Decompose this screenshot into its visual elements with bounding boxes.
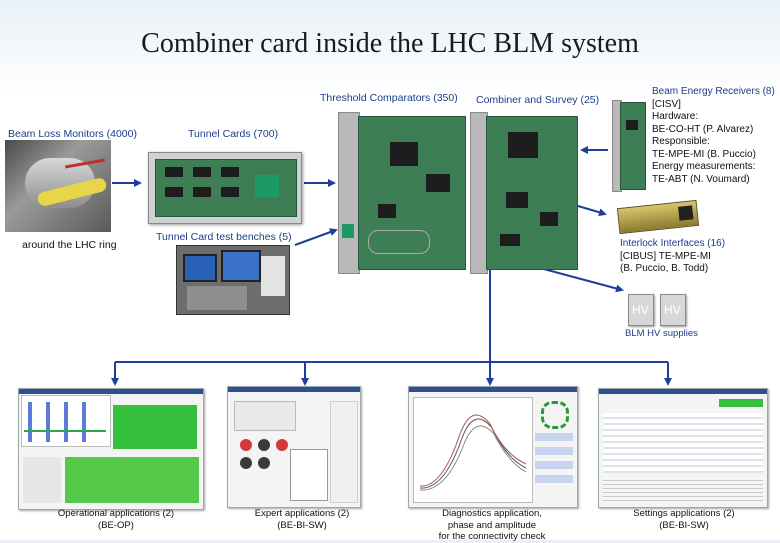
hv-supply-1-label: HV bbox=[632, 303, 649, 317]
arrow-combiner-to-hv bbox=[539, 267, 624, 293]
diagnostics-app-caption-line-2: phase and amplitude bbox=[447, 519, 537, 531]
expert-app-caption-line-2: (BE-BI-SW) bbox=[277, 519, 327, 531]
diagnostics-curves bbox=[419, 414, 527, 491]
beam-energy-line-3: BE-CO-HT (P. Alvarez) bbox=[652, 123, 754, 135]
interlock-line-1: [CIBUS] TE-MPE-MI bbox=[620, 250, 711, 262]
interlock-line-2: (B. Puccio, B. Todd) bbox=[620, 263, 709, 274]
slide-title: Combiner card inside the LHC BLM system bbox=[141, 28, 639, 59]
hv-supply-2-label: HV bbox=[664, 303, 681, 317]
diagnostics-app-caption-line-1: Diagnostics application, bbox=[442, 508, 542, 519]
combiner-card-photo bbox=[470, 112, 578, 274]
settings-app-caption-line-1: Settings applications (2) bbox=[633, 508, 735, 519]
tunnel-card-photo bbox=[148, 152, 302, 224]
expert-app-caption-line-1: Expert applications (2) bbox=[254, 508, 350, 519]
beam-loss-monitor-photo bbox=[5, 140, 111, 232]
operational-app-screenshot bbox=[18, 388, 204, 510]
test-bench-photo bbox=[176, 245, 290, 315]
beam-energy-text: Beam Energy Receivers (8) [CISV] Hardwar… bbox=[652, 86, 775, 186]
test-benches-label: Tunnel Card test benches (5) bbox=[156, 231, 292, 243]
beam-energy-title: Beam Energy Receivers (8) bbox=[652, 86, 775, 97]
beam-energy-line-2: Hardware: bbox=[652, 111, 699, 122]
combiner-survey-label: Combiner and Survey (25) bbox=[476, 94, 600, 106]
beam-energy-line-6: Energy measurements: bbox=[652, 161, 756, 172]
threshold-comparator-card-photo bbox=[338, 112, 466, 274]
beam-energy-line-7: TE-ABT (N. Voumard) bbox=[652, 173, 750, 185]
beam-energy-line-1: [CISV] bbox=[652, 98, 681, 110]
diagnostics-app-screenshot bbox=[408, 386, 578, 508]
interlock-title: Interlock Interfaces (16) bbox=[620, 238, 726, 249]
hv-supply-1: HV bbox=[628, 294, 654, 326]
operational-app-caption-line-1: Operational applications (2) bbox=[57, 508, 175, 519]
hv-supplies-caption: BLM HV supplies bbox=[625, 328, 698, 339]
tunnel-cards-label: Tunnel Cards (700) bbox=[188, 128, 279, 140]
operational-app-caption-line-2: (BE-OP) bbox=[98, 519, 134, 531]
settings-app-caption: Settings applications (2) (BE-BI-SW) bbox=[596, 508, 772, 531]
expert-app-screenshot bbox=[227, 386, 361, 508]
beam-energy-line-5: TE-MPE-MI (B. Puccio) bbox=[652, 148, 756, 160]
beam-loss-monitors-label: Beam Loss Monitors (4000) bbox=[8, 128, 137, 140]
expert-app-caption: Expert applications (2) (BE-BI-SW) bbox=[222, 508, 382, 531]
settings-app-caption-line-2: (BE-BI-SW) bbox=[659, 519, 709, 531]
diagnostics-app-caption: Diagnostics application, phase and ampli… bbox=[400, 508, 584, 543]
interlock-text: Interlock Interfaces (16) [CIBUS] TE-MPE… bbox=[620, 238, 725, 276]
hv-supply-2: HV bbox=[660, 294, 686, 326]
threshold-comparators-label: Threshold Comparators (350) bbox=[320, 92, 458, 104]
diagnostics-app-caption-line-3: for the connectivity check bbox=[438, 531, 546, 542]
beam-energy-receiver-photo bbox=[612, 100, 646, 192]
settings-app-screenshot bbox=[598, 388, 768, 508]
arrow-combiner-to-interlock bbox=[577, 205, 607, 217]
arrow-testbench-to-card bbox=[294, 228, 338, 246]
beam-energy-line-4: Responsible: bbox=[652, 136, 710, 147]
around-lhc-ring-label: around the LHC ring bbox=[22, 239, 117, 251]
operational-app-caption: Operational applications (2) (BE-OP) bbox=[28, 508, 204, 531]
